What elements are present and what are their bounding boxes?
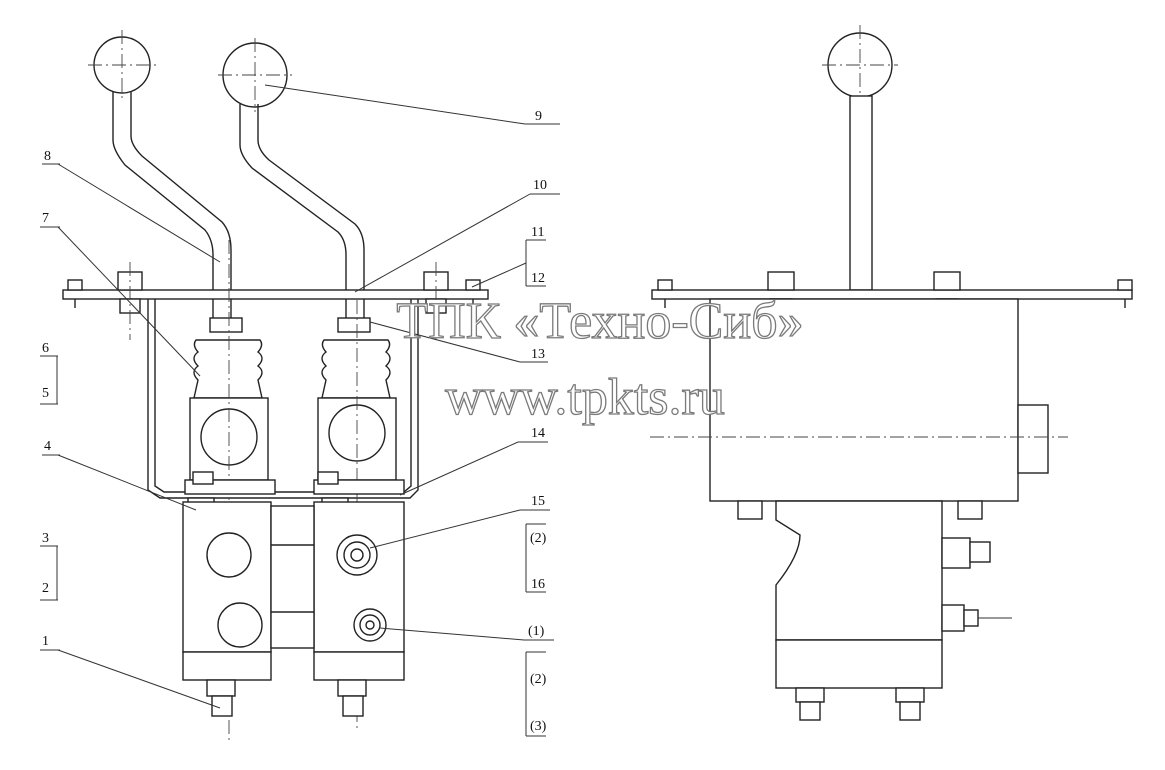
- right-lever-rod: [239, 104, 347, 320]
- port-fitting-upper: [336, 534, 378, 576]
- side-lever-rod: [849, 95, 873, 291]
- watermark-company: ТПК «Техно-Сиб»: [396, 293, 803, 350]
- side-lower-body: [775, 500, 943, 641]
- right-bellows: [321, 317, 391, 399]
- mounting-plate: [62, 289, 489, 300]
- callout-6: 6: [42, 341, 49, 356]
- left-lever-rod: [112, 92, 214, 320]
- port-fitting-lower: [353, 608, 387, 642]
- callout-paren-2b: (2): [530, 672, 547, 687]
- callout-paren-1: (1): [528, 624, 545, 639]
- callout-11: 11: [531, 225, 544, 240]
- callout-2: 2: [42, 581, 49, 596]
- watermark-url: www.tpkts.ru: [445, 369, 725, 426]
- callout-1: 1: [42, 634, 49, 649]
- callout-paren-3: (3): [530, 719, 547, 734]
- callout-12: 12: [531, 271, 545, 286]
- callout-9: 9: [535, 109, 542, 124]
- callout-4: 4: [44, 439, 51, 454]
- callout-labels: 8 7 6 5 4 3 2 1 9 10 11 12 13 14 15 (2) …: [42, 109, 547, 734]
- watermark: ТПК «Техно-Сиб» www.tpkts.ru: [396, 292, 805, 426]
- callout-paren-2a: (2): [530, 531, 547, 546]
- plate-bolts: [67, 262, 481, 340]
- bracket: [147, 299, 419, 499]
- callout-7: 7: [42, 211, 49, 226]
- callout-16: 16: [531, 577, 545, 592]
- callout-13: 13: [531, 347, 545, 362]
- leader-lines: [40, 84, 560, 737]
- callout-8: 8: [44, 149, 51, 164]
- side-view: [650, 25, 1133, 721]
- side-housing: [709, 298, 1019, 502]
- callout-14: 14: [531, 426, 545, 441]
- callout-3: 3: [42, 531, 49, 546]
- front-view: [62, 30, 489, 740]
- callout-10: 10: [533, 178, 547, 193]
- left-bellows: [193, 317, 263, 399]
- callout-15: 15: [531, 494, 545, 509]
- callout-5: 5: [42, 386, 49, 401]
